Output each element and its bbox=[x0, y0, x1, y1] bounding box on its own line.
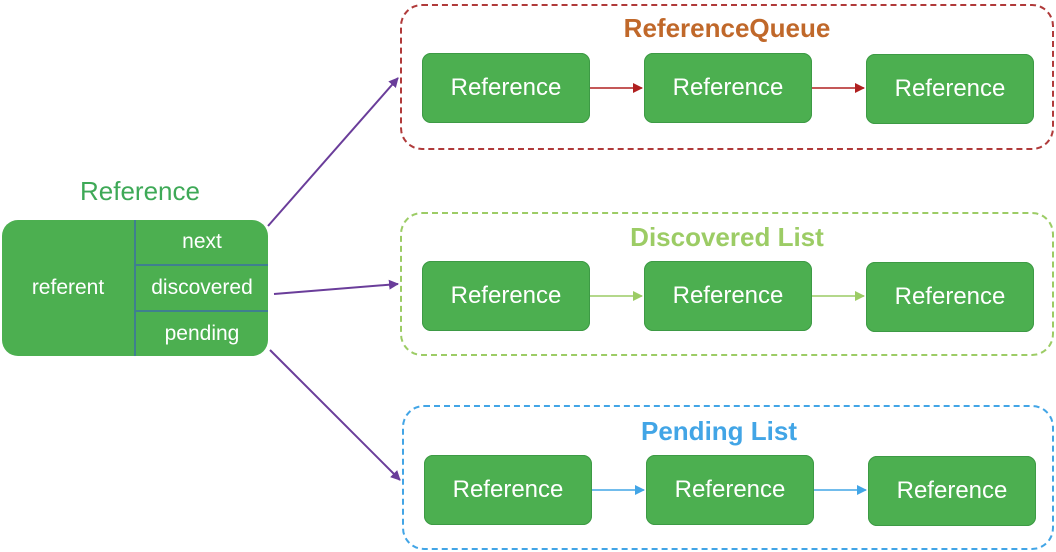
pending-node: Reference bbox=[868, 456, 1036, 526]
field-divider bbox=[136, 310, 268, 312]
reference-queue-title: ReferenceQueue bbox=[623, 13, 831, 43]
pending-to-pending-list-arrow bbox=[269, 349, 401, 481]
field-divider bbox=[136, 264, 268, 266]
discovered-node: Reference bbox=[866, 262, 1034, 332]
discovered-to-discovered-list-arrow bbox=[273, 279, 399, 295]
pending-list-title: Pending List bbox=[641, 416, 797, 446]
pending-node: Reference bbox=[424, 455, 592, 525]
referent-field: referent bbox=[31, 276, 105, 299]
pending-list-group bbox=[402, 405, 1054, 550]
field-divider-vertical bbox=[134, 220, 136, 356]
discovered-field: discovered bbox=[151, 276, 253, 299]
discovered-node: Reference bbox=[422, 261, 590, 331]
next-to-queue-arrow bbox=[267, 77, 399, 227]
reference-queue-group bbox=[400, 4, 1054, 150]
discovered-node: Reference bbox=[644, 261, 812, 331]
reference-object-title: Reference bbox=[80, 176, 200, 206]
pending-field: pending bbox=[164, 322, 240, 345]
queue-node: Reference bbox=[644, 53, 812, 123]
discovered-list-title: Discovered List bbox=[630, 222, 824, 252]
discovered-list-group bbox=[400, 212, 1054, 356]
next-field: next bbox=[182, 230, 222, 253]
queue-node: Reference bbox=[866, 54, 1034, 124]
pending-node: Reference bbox=[646, 455, 814, 525]
reference-object: referent next discovered pending bbox=[2, 220, 268, 356]
queue-node: Reference bbox=[422, 53, 590, 123]
